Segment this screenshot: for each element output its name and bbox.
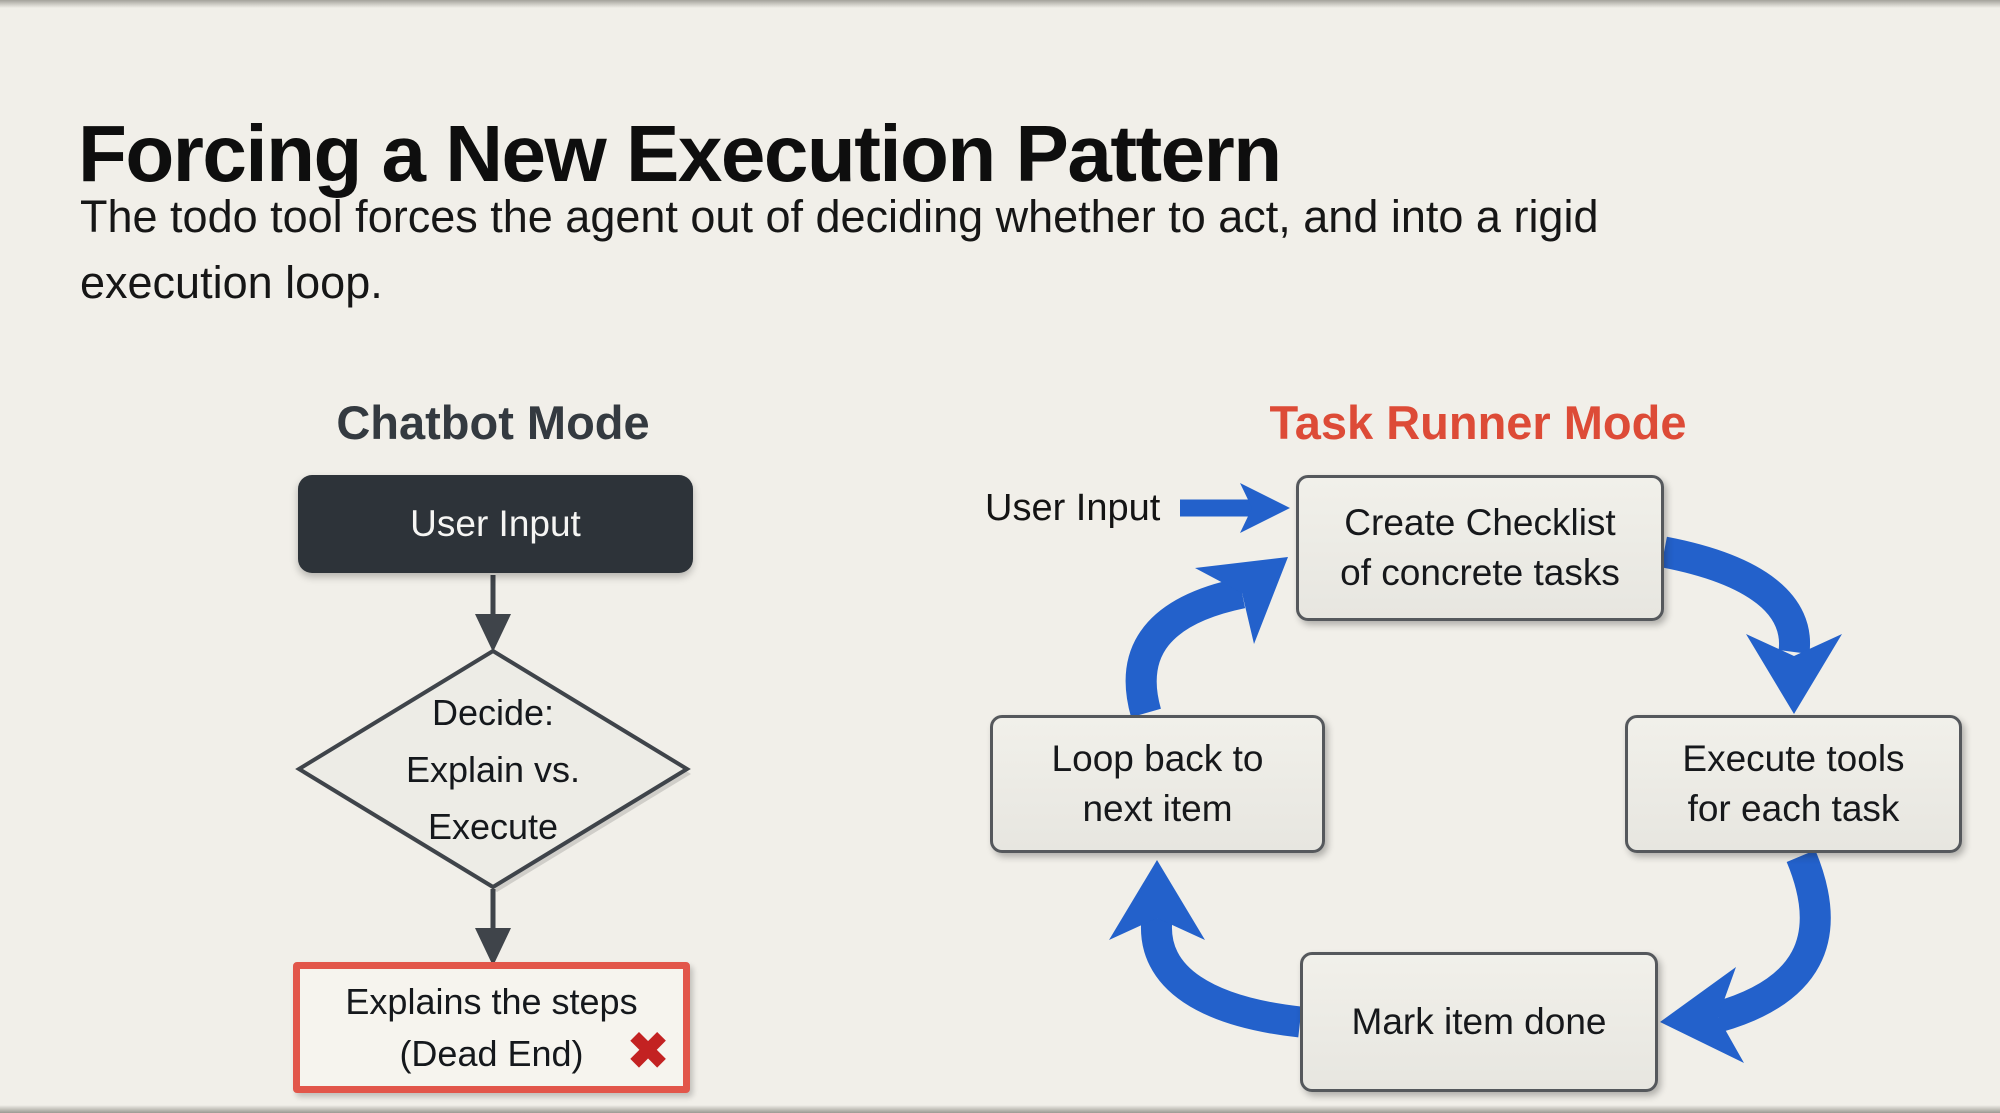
chatbot-mode-heading: Chatbot Mode: [336, 396, 650, 449]
node-execute-tools: Execute tools for each task: [1625, 715, 1962, 853]
node-loop-back: Loop back to next item: [990, 715, 1325, 853]
bottom-edge-vignette: [0, 1105, 2000, 1113]
arrow-execute-to-markdone: [1713, 850, 1831, 1032]
task-runner-mode-heading: Task Runner Mode: [1269, 396, 1687, 449]
loop-back-line-1: Loop back to: [1051, 738, 1264, 779]
dead-end-x-icon: ✖: [627, 1023, 669, 1079]
node-user-input: User Input: [298, 475, 693, 573]
node-decide-label: Decide: Explain vs. Execute: [318, 684, 668, 855]
arrowhead-userinput-to-decide: [475, 614, 511, 652]
page-title: Forcing a New Execution Pattern: [78, 108, 1282, 198]
execute-tools-line-1: Execute tools: [1682, 738, 1905, 779]
page-subtitle: The todo tool forces the agent out of de…: [80, 184, 1599, 316]
task-runner-user-input-label: User Input: [985, 487, 1161, 529]
decide-line-3: Execute: [427, 806, 559, 847]
arrowhead-userinput-to-checklist: [1240, 483, 1290, 533]
arrowhead-loopback-to-checklist: [1195, 557, 1288, 644]
node-create-checklist: Create Checklist of concrete tasks: [1296, 475, 1664, 621]
decide-line-2: Explain vs.: [405, 749, 581, 790]
dead-end-line-1: Explains the steps: [345, 980, 638, 1022]
arrowhead-decide-to-deadend: [475, 928, 511, 966]
arrow-markdone-to-loopback: [1140, 916, 1302, 1038]
create-checklist-line-2: of concrete tasks: [1340, 552, 1620, 593]
page-subtitle-line-2: execution loop.: [80, 257, 383, 308]
arrow-checklist-to-execute: [1661, 536, 1811, 654]
arrowhead-execute-to-markdone: [1660, 967, 1744, 1063]
dead-end-line-2: (Dead End): [399, 1032, 584, 1074]
node-user-input-label: User Input: [410, 503, 581, 544]
node-dead-end: Explains the steps (Dead End) ✖: [293, 962, 690, 1093]
page-subtitle-line-1: The todo tool forces the agent out of de…: [80, 191, 1599, 242]
arrowhead-markdone-to-loopback: [1109, 860, 1205, 940]
decide-line-1: Decide:: [431, 692, 555, 733]
node-mark-item-done: Mark item done: [1300, 952, 1658, 1092]
create-checklist-line-1: Create Checklist: [1344, 502, 1616, 543]
mark-item-done-label: Mark item done: [1351, 1001, 1607, 1042]
execute-tools-line-2: for each task: [1687, 788, 1900, 829]
arrowhead-checklist-to-execute: [1746, 634, 1842, 714]
loop-back-line-2: next item: [1082, 788, 1233, 829]
arrow-loopback-to-checklist: [1125, 577, 1246, 718]
top-edge-vignette: [0, 0, 2000, 8]
